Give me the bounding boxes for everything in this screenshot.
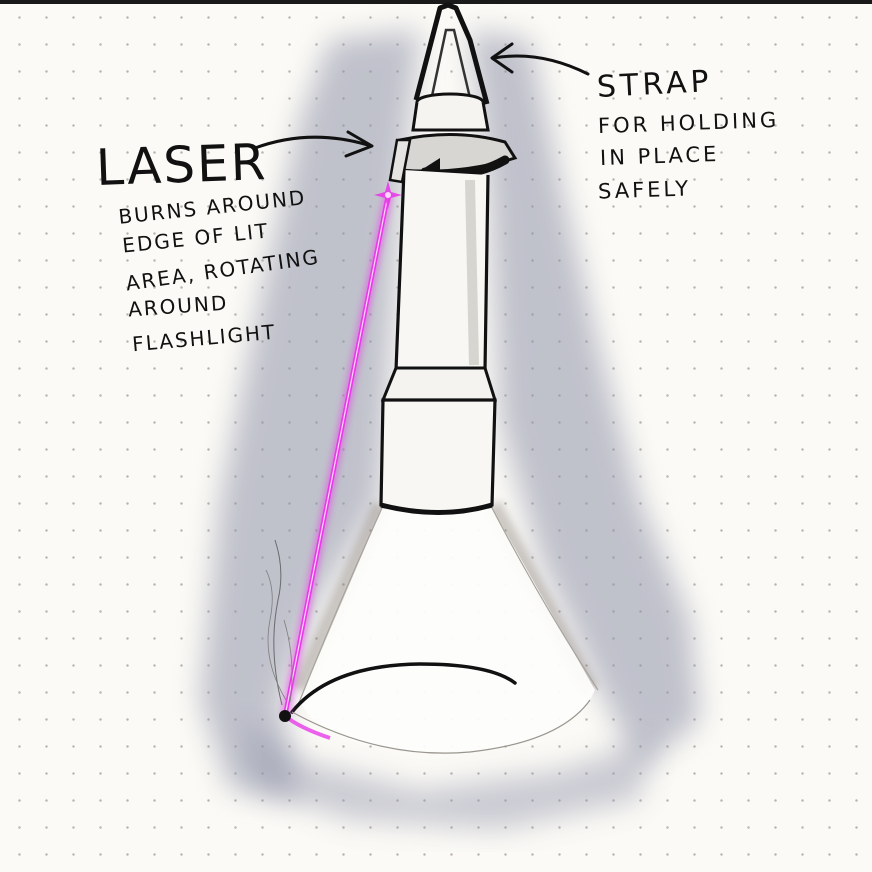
laser-hit-point <box>279 710 291 722</box>
strap-label-line: IN PLACE <box>600 144 720 169</box>
flashlight-head <box>381 400 495 513</box>
strap <box>416 5 487 104</box>
flashlight-tailcap <box>413 102 488 130</box>
strap-label-title: STRAP <box>596 67 713 103</box>
strap-inner <box>432 30 470 98</box>
flashlight-body-shade <box>470 180 474 365</box>
laser-label-title: LASER <box>95 137 268 193</box>
laser-label-line: AROUND <box>127 293 228 320</box>
strap-label-line: SAFELY <box>598 178 692 202</box>
flashlight-head-neck <box>383 368 495 400</box>
